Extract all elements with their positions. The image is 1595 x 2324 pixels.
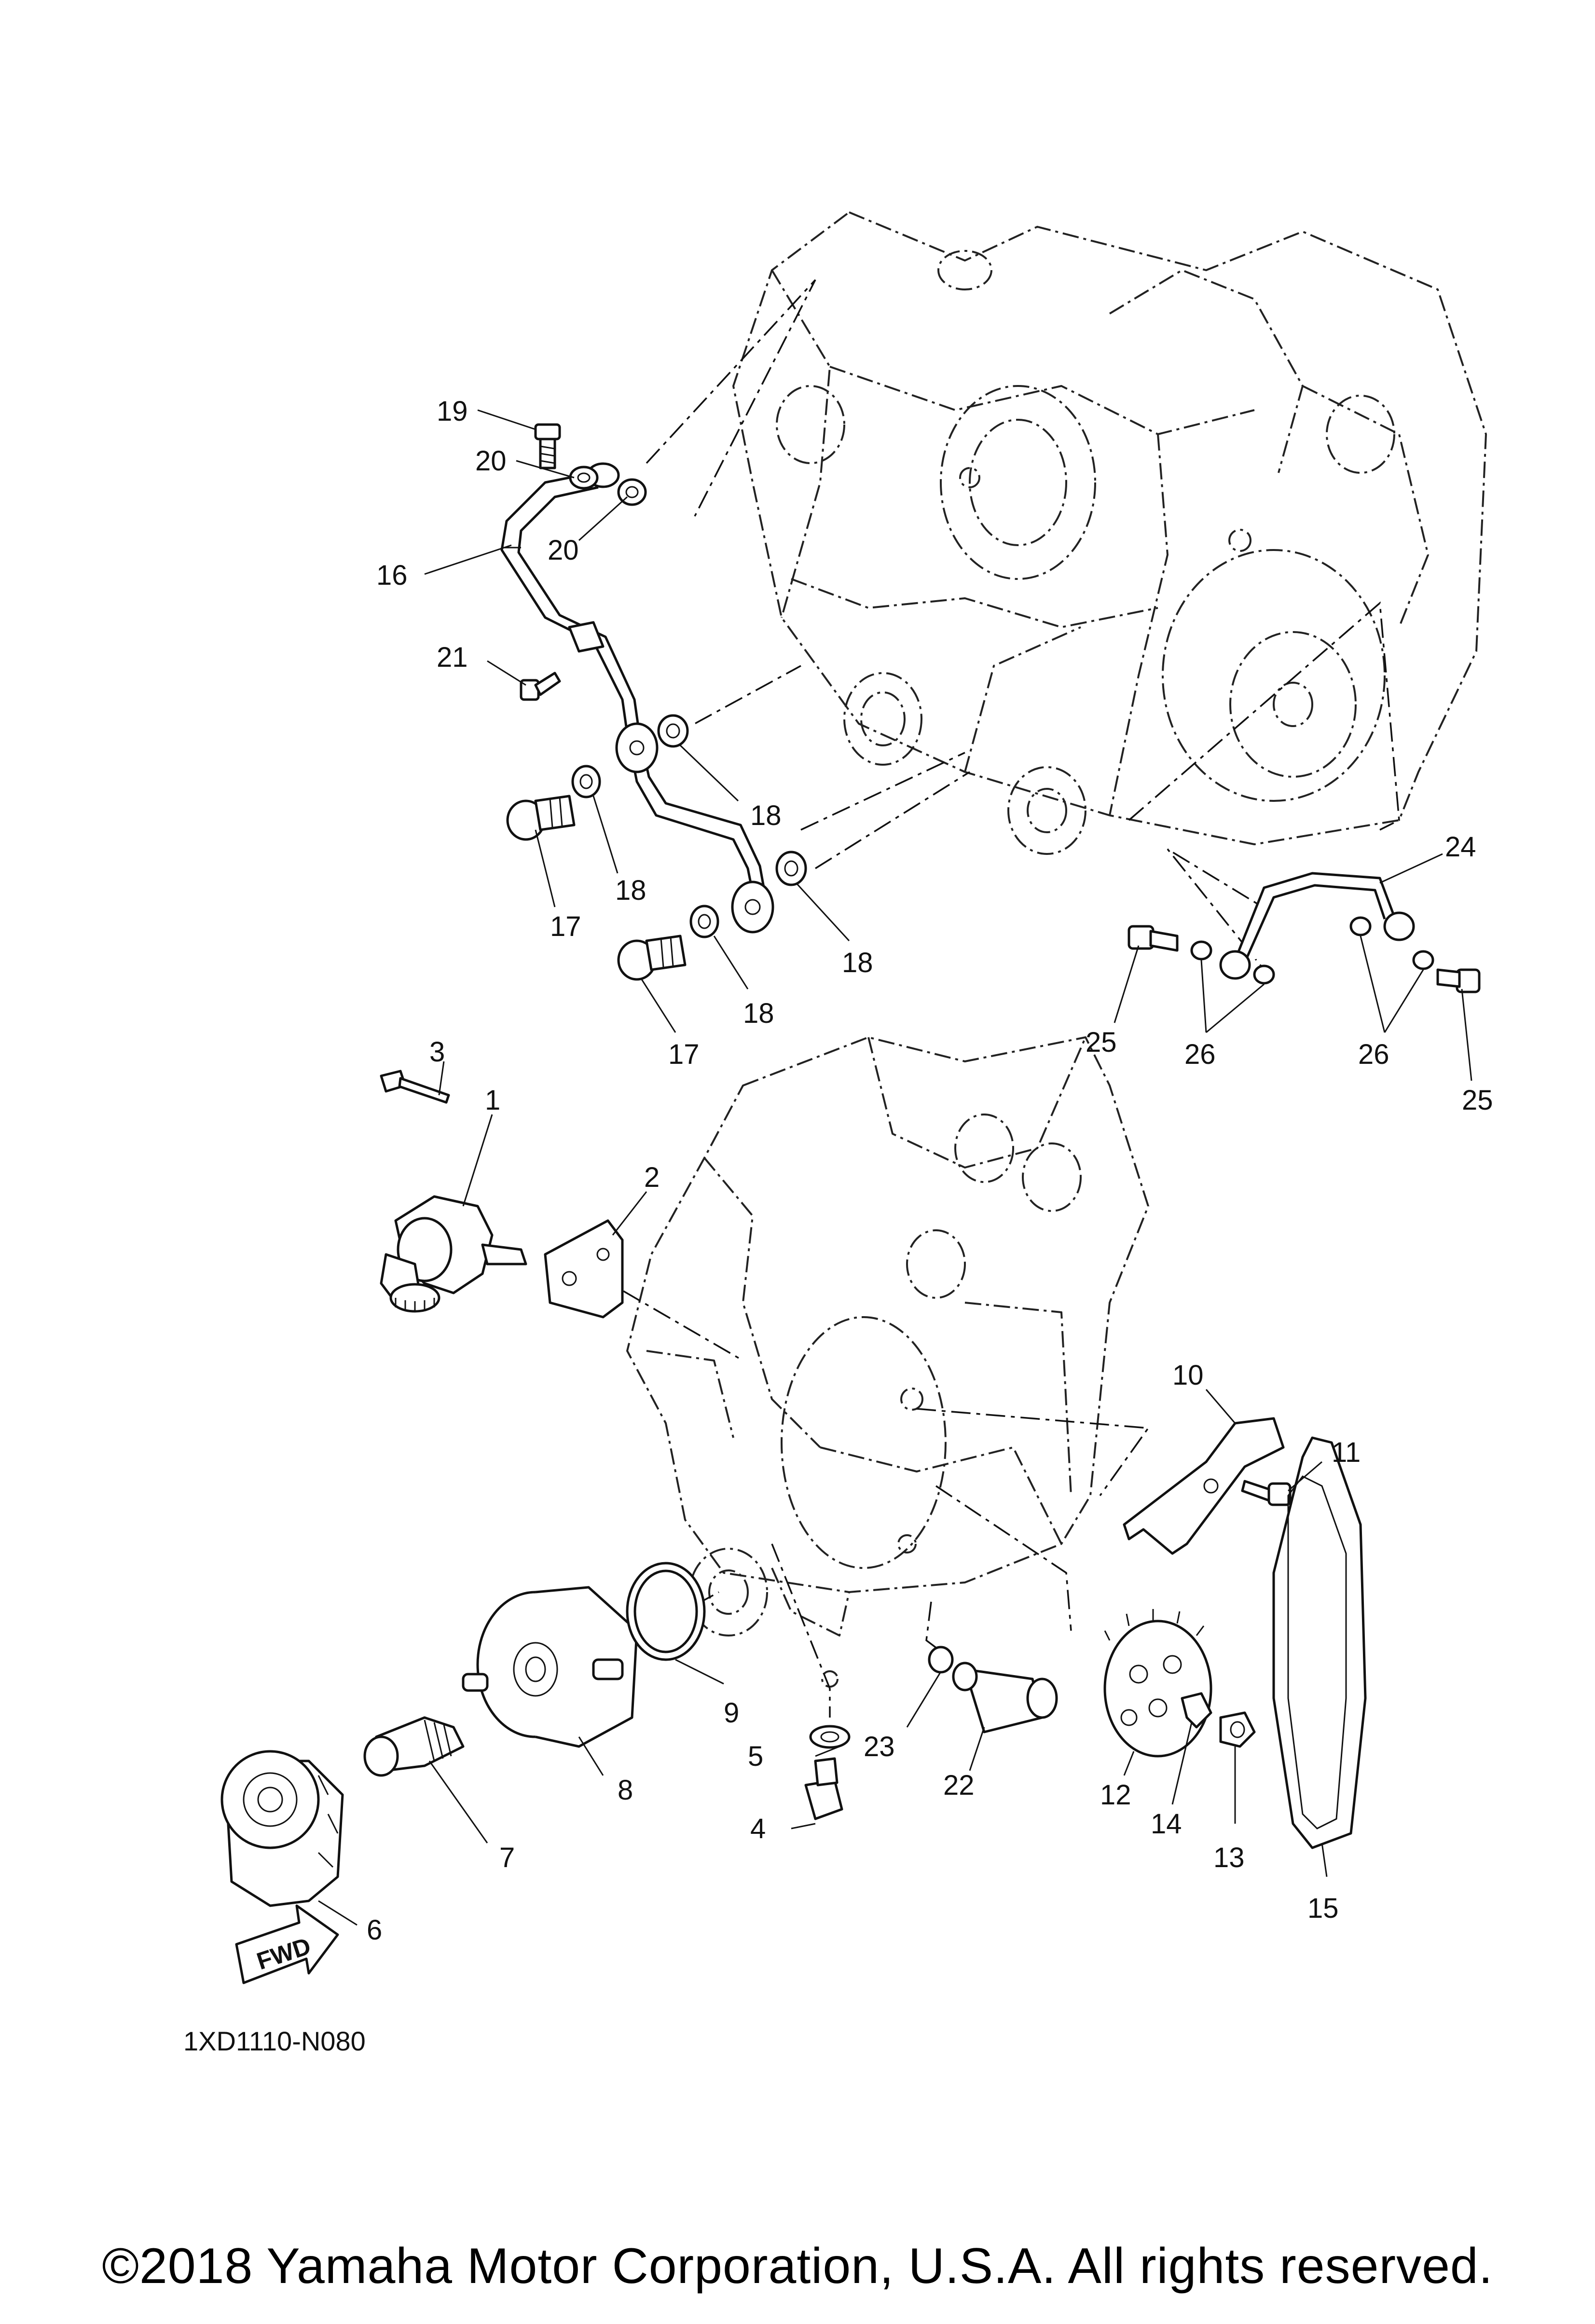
- callout-8: 8: [618, 1774, 633, 1806]
- callout-18-d: 18: [743, 998, 774, 1029]
- callout-4: 4: [750, 1813, 766, 1844]
- gasket-26: [1190, 916, 1434, 985]
- oil-pump-1: [380, 1195, 527, 1313]
- washer-14: [1181, 1692, 1212, 1729]
- callout-17-b: 17: [668, 1039, 700, 1070]
- oil-delivery-pipe: [500, 462, 774, 934]
- callout-26-a: 26: [1184, 1039, 1216, 1070]
- lower-engine-outline: [626, 1036, 1149, 1688]
- o-ring-23: [928, 1646, 954, 1674]
- sprocket-12: [1103, 1609, 1212, 1758]
- gasket-18: [571, 714, 807, 938]
- callout-20-bottom: 20: [548, 535, 579, 566]
- bolt-3: [380, 1070, 450, 1104]
- copyright-notice: ©2018 Yamaha Motor Corporation, U.S.A. A…: [102, 2238, 1493, 2294]
- bolt-11: [1241, 1480, 1292, 1506]
- callout-18-b: 18: [615, 875, 646, 906]
- assembly-guide-lines: [593, 279, 1400, 1718]
- callout-11: 11: [1332, 1437, 1361, 1468]
- oil-pipe-24: [1219, 872, 1415, 980]
- union-bolt-17: [506, 795, 687, 981]
- callout-25-a: 25: [1086, 1027, 1117, 1058]
- callout-9: 9: [724, 1697, 739, 1729]
- diagram-code: 1XD1110-N080: [183, 2026, 366, 2056]
- gasket-5: [809, 1725, 851, 1749]
- upper-engine-outline: [732, 211, 1487, 855]
- callout-26-b: 26: [1358, 1039, 1389, 1070]
- callout-13: 13: [1213, 1842, 1245, 1873]
- drain-bolt-4: [804, 1757, 843, 1820]
- callout-14: 14: [1151, 1808, 1182, 1840]
- nut-13: [1219, 1711, 1256, 1748]
- callout-25-b: 25: [1462, 1085, 1493, 1116]
- o-ring-9: [626, 1562, 706, 1661]
- bolt-21: [520, 672, 561, 701]
- callout-2: 2: [644, 1162, 660, 1193]
- pipe-22: [952, 1662, 1058, 1733]
- callout-20-top: 20: [475, 445, 507, 477]
- callout-16: 16: [376, 560, 408, 591]
- callout-6: 6: [367, 1914, 382, 1946]
- gasket-2: [544, 1219, 624, 1319]
- callout-21: 21: [437, 642, 468, 673]
- drive-chain-15: [1272, 1436, 1367, 1849]
- callout-24: 24: [1445, 831, 1476, 863]
- callout-7: 7: [499, 1842, 515, 1873]
- oil-cooler-8: [462, 1586, 638, 1748]
- callout-18-c: 18: [842, 947, 873, 978]
- callout-5: 5: [748, 1741, 763, 1772]
- callout-1: 1: [485, 1085, 500, 1116]
- callout-15: 15: [1307, 1893, 1339, 1924]
- callout-18-a: 18: [750, 800, 782, 831]
- leader-lines: [318, 409, 1472, 1926]
- fwd-arrow: FWD: [235, 1904, 339, 1984]
- callout-22: 22: [943, 1770, 975, 1801]
- callout-23: 23: [864, 1731, 895, 1762]
- union-bolt-7: [363, 1716, 465, 1777]
- callout-numbers: 19 20 20 16 21 18 18 17 18 18 17 24 25 2…: [183, 396, 1493, 2056]
- callout-19: 19: [437, 396, 468, 427]
- callout-17-a: 17: [550, 911, 581, 942]
- oil-filter-6: [220, 1750, 344, 1907]
- union-bolt-19: [534, 423, 561, 469]
- callout-10: 10: [1172, 1360, 1204, 1391]
- union-bolt-25: [1128, 925, 1481, 993]
- chain-guide-10: [1123, 1417, 1285, 1555]
- callout-12: 12: [1100, 1779, 1131, 1811]
- callout-3: 3: [429, 1036, 445, 1068]
